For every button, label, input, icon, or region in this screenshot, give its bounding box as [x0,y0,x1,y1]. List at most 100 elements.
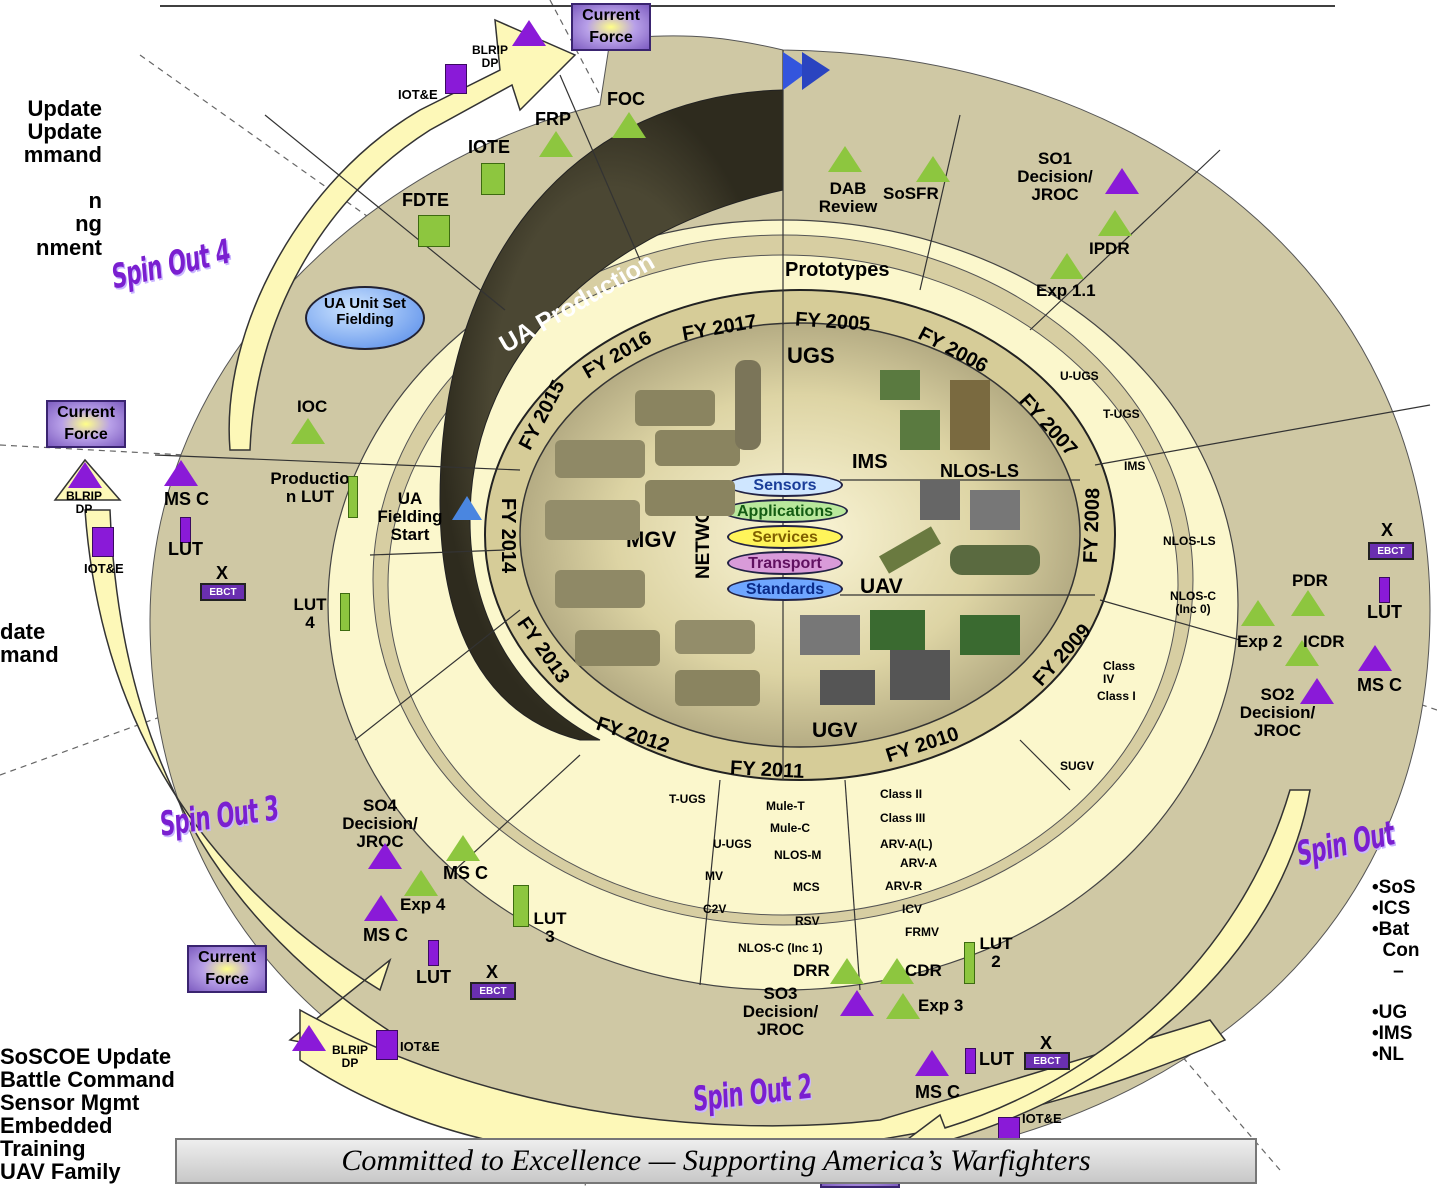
exp11-label: Exp 1.1 [1036,281,1096,300]
lut4-label: LUT 4 [293,595,327,632]
bottom-system-u-ugs: U-UGS [713,837,752,851]
cdr-label: CDR [905,961,942,980]
exp3-label: Exp 3 [918,996,964,1015]
ebct-x-4: X [1040,1033,1053,1053]
drr-label: DRR [793,961,830,980]
msc-so4-label: MS C [443,863,488,883]
msc-so4-triangle [446,835,480,861]
foc-label: FOC [607,89,645,109]
right-notes-list: •SoS •ICS •Bat Con – •UG •IMS •NL [1372,877,1420,1066]
iote-bl-square [376,1030,398,1060]
lut-mid-label: LUT [416,967,451,987]
ua-fielding-triangle [452,496,482,520]
iote-top-label: IOT&E [398,87,438,102]
current-force-left: Current Force [46,400,126,448]
fdte-square [418,215,450,247]
pdr-label: PDR [1292,571,1328,590]
system-uav: UAV [860,575,903,598]
lut3-bar [513,885,529,927]
exp4-label: Exp 4 [400,895,446,914]
bottom-system-c2v: C2V [703,902,727,916]
dab-label: DAB Review [818,179,878,216]
iote-left-label: IOT&E [84,561,124,576]
bottom-system-arv-al: ARV-A(L) [880,837,933,851]
pdr-triangle [1291,590,1325,616]
ebct-badge-3: EBCT [470,982,516,1000]
icdr-triangle [1285,640,1319,666]
so2-label: SO2 Decision/ JROC [1239,685,1316,740]
iote-left-square [92,527,114,557]
iote-square [481,163,505,195]
ioc-label: IOC [297,397,328,416]
right-system-class-iv: Class IV [1103,659,1136,686]
dab-triangle [828,146,862,172]
blrip-top-triangle [512,20,546,46]
exp2-triangle [1241,600,1275,626]
production-wedge [439,89,784,741]
sosfr-triangle [916,156,950,182]
current-force-top: Current Force [571,3,651,51]
cdr-triangle [880,958,914,984]
layer-standards: Standards [727,577,843,601]
layer-transport: Transport [727,551,843,575]
so2-triangle [1300,678,1334,704]
lut-left-label: LUT [168,539,203,559]
ebct-x-1: X [1381,520,1394,540]
left-notes-middle: date mand [0,619,59,668]
bottom-system-mv: MV [705,869,723,883]
msc-bottom-label: MS C [915,1082,960,1102]
lut-right-label: LUT [1367,602,1402,622]
system-ims: IMS [852,451,888,473]
system-ugs: UGS [787,343,835,368]
fy-label-2008: FY 2008 [1079,487,1105,564]
exp2-label: Exp 2 [1237,632,1283,651]
current-force-bottom-left: Current Force [187,945,267,993]
right-system-t-ugs: T-UGS [1103,407,1140,421]
footer-banner: Committed to Excellence — Supporting Ame… [175,1138,1257,1184]
exp11-triangle [1050,253,1084,279]
so1-triangle [1105,168,1139,194]
bottom-system-arv-r: ARV-R [885,879,923,893]
iote-bottom-label: IOT&E [1022,1111,1062,1126]
msc-right-label: MS C [1357,675,1402,695]
lut3-label: LUT 3 [533,909,567,946]
layer-applications: Applications [722,499,848,523]
so3-triangle [840,990,874,1016]
bottom-system-t-ugs: T-UGS [669,792,706,806]
ipdr-triangle [1098,210,1132,236]
bottom-system-class-iii: Class III [880,811,926,825]
ipdr-label: IPDR [1089,239,1130,258]
lut-mid-bar [428,940,439,966]
msc-left-label: MS C [164,489,209,509]
ebct-x-3: X [486,962,499,982]
icdr-label: ICDR [1303,632,1345,651]
ua-fielding-label: UA Fielding Start [377,489,443,544]
fy-label-2011: FY 2011 [729,757,805,783]
iote-label: IOTE [468,137,511,157]
lut-bottom-bar [965,1048,976,1074]
uav-ugs-images [800,360,1060,720]
blrip-bl-triangle [292,1025,326,1051]
ioc-triangle [291,418,325,444]
iote-top-square [445,64,467,94]
msc-right-triangle [1358,645,1392,671]
start-arrow-icon [783,52,810,90]
blrip-top-label: BLRIP DP [472,43,508,70]
blrip-left-triangle [68,462,102,488]
bottom-system-icv: ICV [902,902,923,916]
drr-triangle [830,958,864,984]
layer-services: Services [727,525,843,549]
msc-bottom-triangle [915,1050,949,1076]
so4-triangle [368,843,402,869]
layer-sensors: Sensors [727,473,843,497]
vehicle-images [535,360,775,720]
ebct-badge-1: EBCT [1368,542,1414,560]
msc-left-bottom-triangle [364,895,398,921]
ebct-x-2: X [216,563,229,583]
bottom-system-mule-c: Mule-C [770,821,810,835]
so3-label: SO3 Decision/ JROC [742,984,819,1039]
foc-triangle [612,112,646,138]
lut4-bar [340,593,350,631]
prod-lut-label: Productio n LUT [270,469,350,506]
fy-label-2014: FY 2014 [497,497,520,574]
